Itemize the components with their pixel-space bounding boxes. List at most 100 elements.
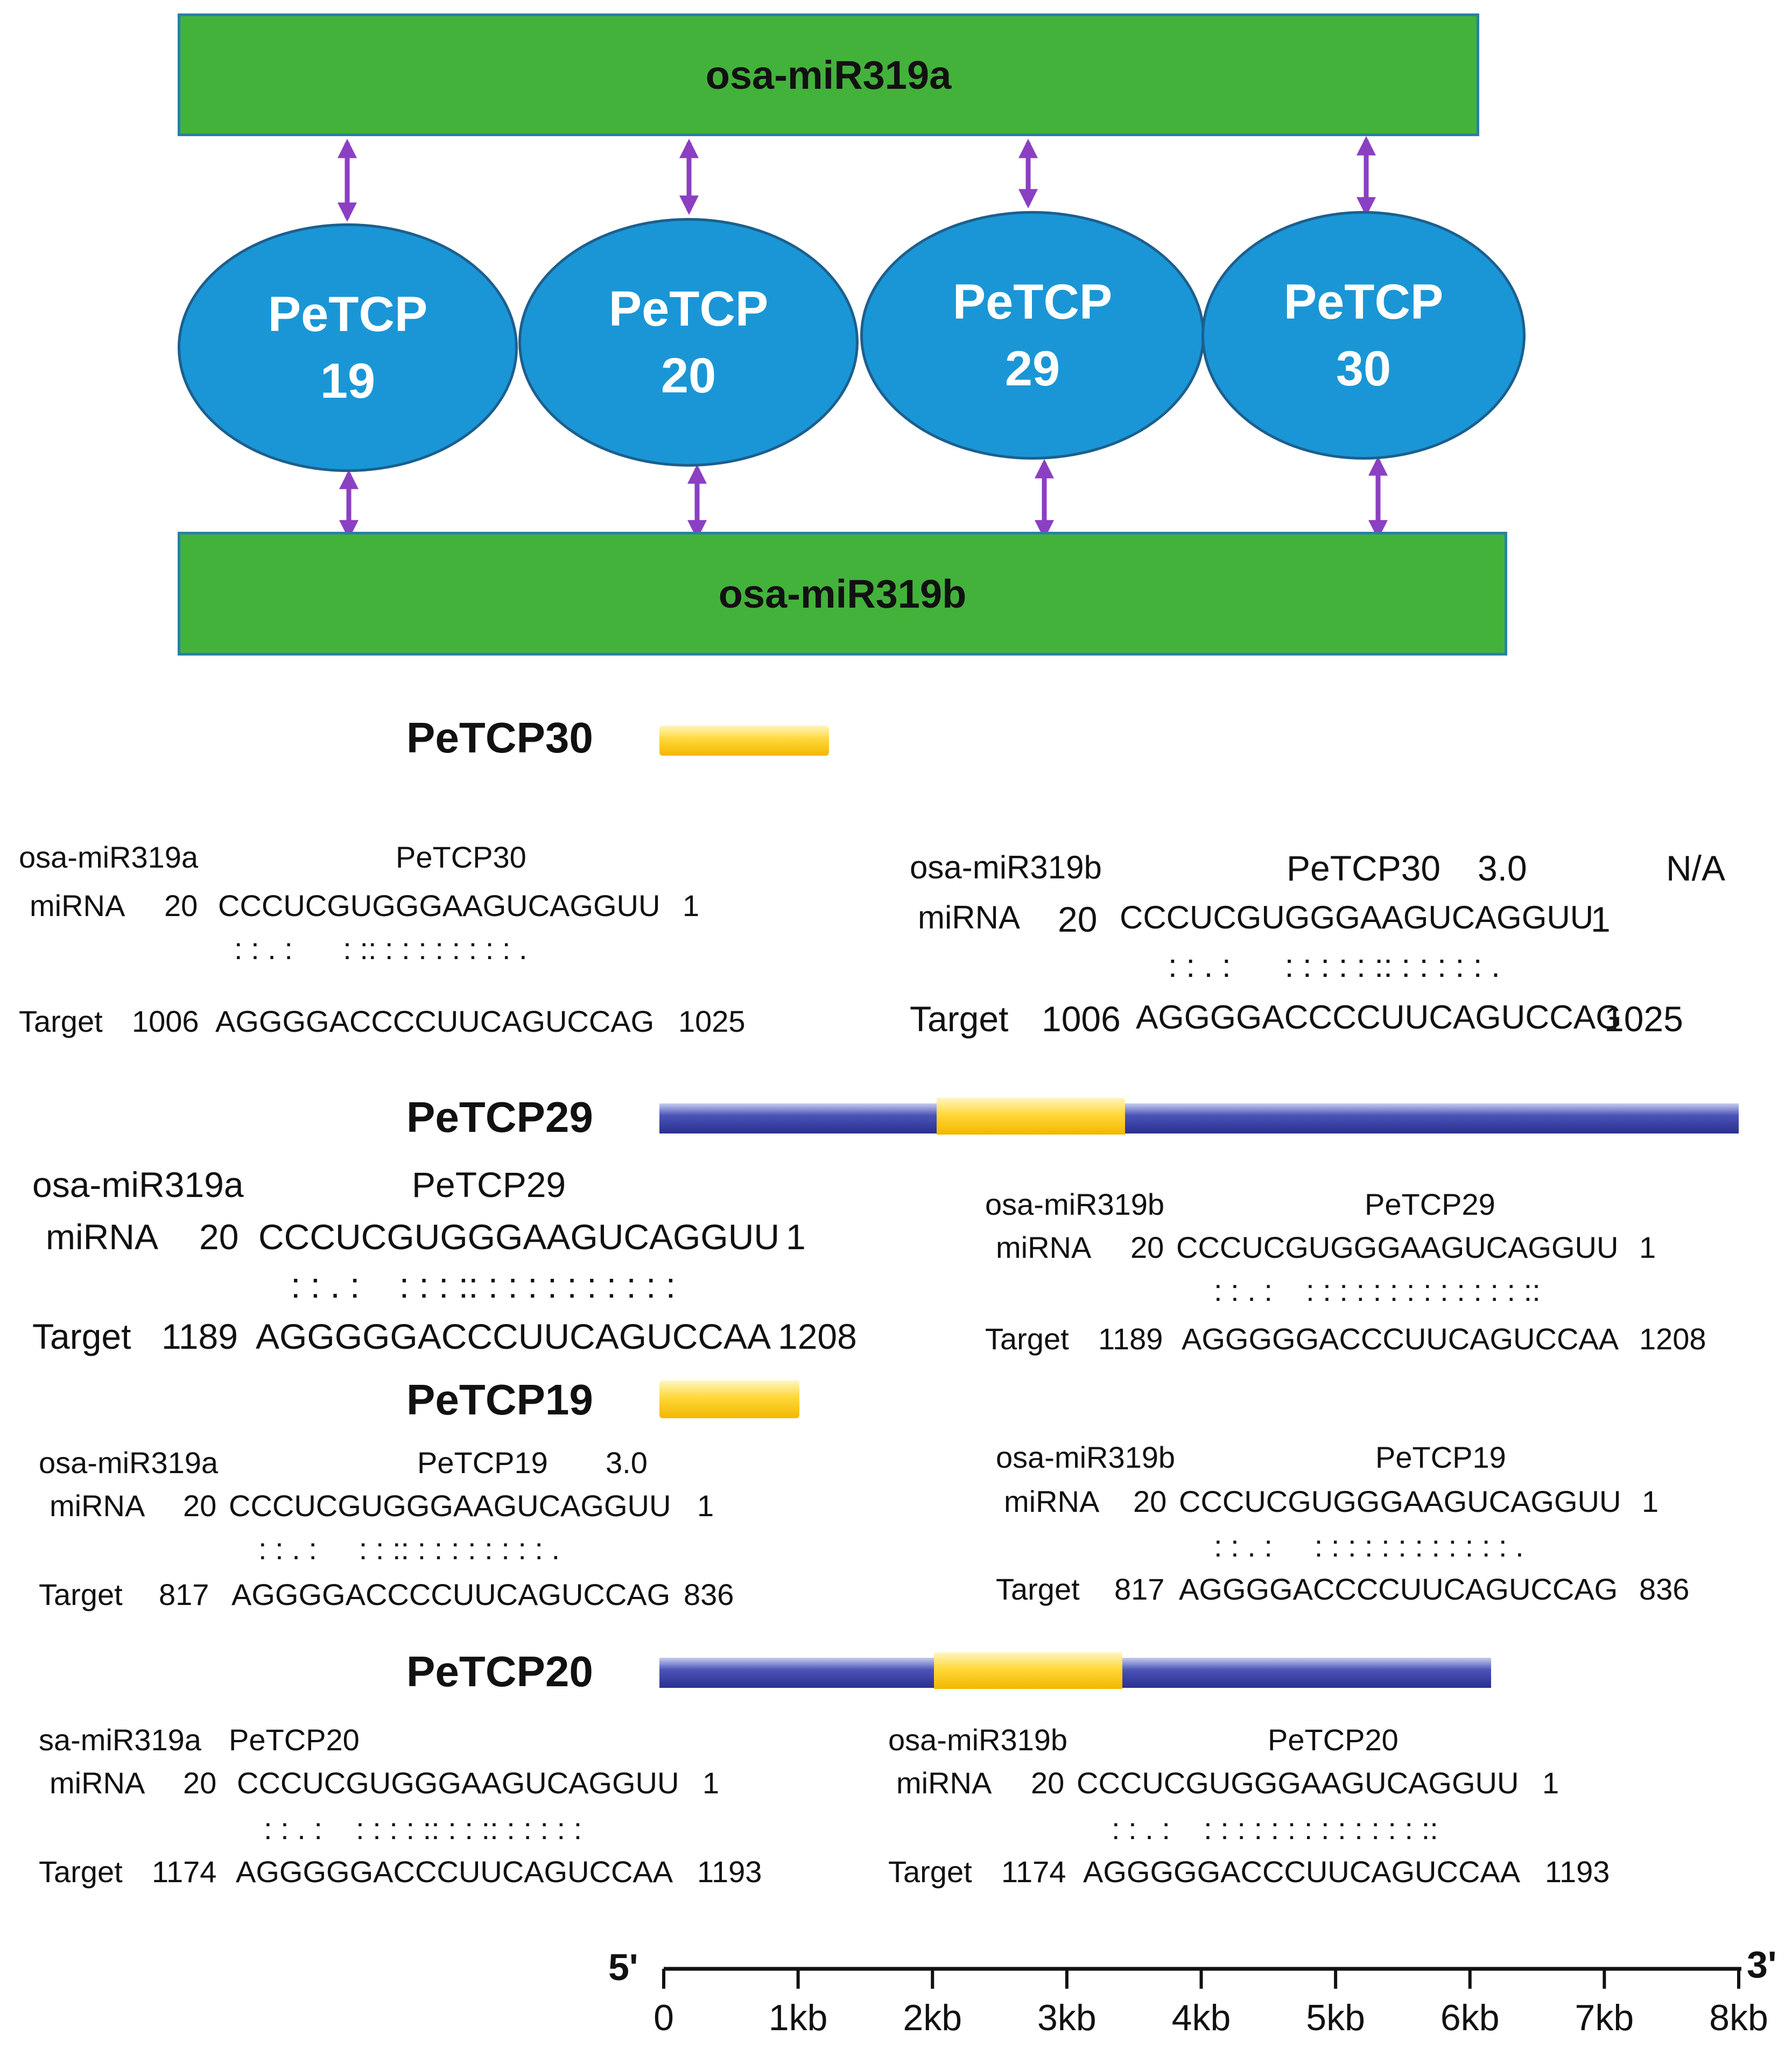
mirna-bar-top: osa-miR319a: [178, 13, 1479, 136]
alignment-mirna-label: miRNA: [918, 899, 1020, 935]
alignment-mirna-end: 1: [697, 1489, 714, 1523]
exon-petcp19: [659, 1381, 799, 1418]
alignment-mirna-seq: CCCUCGUGGGAAGUCAGGUU: [1120, 899, 1594, 935]
alignment-mirna-seq: CCCUCGUGGGAAGUCAGGUU: [237, 1766, 679, 1800]
scale-tick-label: 6kb: [1440, 1997, 1500, 2038]
node-name: PeTCP: [952, 274, 1113, 329]
alignment-mirna-start: 20: [1130, 1230, 1164, 1264]
scale-tick-label: 0: [653, 1997, 674, 2038]
gene-title-petcp30: PeTCP30: [406, 714, 593, 762]
alignment-target-seq: AGGGGACCCCUUCAGUCCAG: [1136, 999, 1622, 1036]
alignment-target-end: 1193: [1545, 1855, 1610, 1889]
alignment-target-label: Target: [19, 1004, 103, 1038]
scale-tick-label: 3kb: [1037, 1997, 1097, 2038]
alignment-target-seq: AGGGGGACCCUUCAGUCCAA: [1083, 1855, 1521, 1889]
scale-axis: [662, 1967, 1741, 1989]
alignment-mirna-start: 20: [183, 1489, 217, 1523]
alignment-target-name: PeTCP20: [1268, 1723, 1399, 1757]
alignment-target-seq: AGGGGACCCCUUCAGUCCAG: [215, 1004, 655, 1038]
alignment-mirna-seq: CCCUCGUGGGAAGUCAGGUU: [1077, 1766, 1519, 1800]
alignment-mirna-end: 1: [1639, 1230, 1656, 1264]
scale-tick-label: 2kb: [903, 1997, 962, 2038]
exon-petcp30: [659, 726, 829, 756]
scale-tick-label: 1kb: [768, 1997, 828, 2038]
alignment-mirna-end: 1: [1591, 899, 1611, 939]
alignment-target-start: 1189: [161, 1316, 238, 1356]
alignment-target-seq: AGGGGACCCCUUCAGUCCAG: [1179, 1572, 1618, 1606]
five-prime-label: 5': [608, 1946, 638, 1988]
exon-petcp20: [934, 1652, 1122, 1689]
node-number: 29: [1004, 341, 1060, 396]
alignment-target-name: PeTCP30: [396, 840, 526, 874]
alignment-mirna-label: miRNA: [46, 1217, 158, 1257]
gene-title-petcp29: PeTCP29: [406, 1093, 593, 1141]
alignment-target-seq: AGGGGACCCCUUCAGUCCAG: [231, 1578, 671, 1611]
alignment-target-name: PeTCP19: [417, 1446, 548, 1480]
alignment-mirna-name: sa-miR319a: [39, 1723, 201, 1757]
interaction-arrows: [338, 136, 1388, 540]
alignment-mirna-label: miRNA: [996, 1230, 1092, 1264]
alignment-target-seq: AGGGGGACCCUUCAGUCCAA: [236, 1855, 673, 1889]
alignment-mirna-end: 1: [1642, 1484, 1659, 1518]
alignment-mirna-label: miRNA: [30, 889, 125, 923]
alignment-mirna-name: osa-miR319a: [32, 1165, 244, 1205]
alignment-match: : : . : : : : : : : : : : : : : : ::: [1112, 1812, 1438, 1846]
alignment-mirna-name: osa-miR319b: [888, 1723, 1068, 1757]
alignment-target-seq: AGGGGGACCCUUCAGUCCAA: [256, 1316, 771, 1356]
alignment-mirna-seq: CCCUCGUGGGAAGUCAGGUU: [1176, 1230, 1619, 1264]
alignment-mirna-start: 20: [164, 889, 198, 923]
alignment-target-end: 1193: [697, 1855, 762, 1889]
alignment-target-start: 817: [1114, 1572, 1165, 1606]
node-petcp29: PeTCP 29: [860, 211, 1205, 460]
alignment-target-label: Target: [996, 1572, 1080, 1606]
three-prime-label: 3': [1747, 1944, 1777, 1985]
alignment-mirna-name: osa-miR319b: [985, 1187, 1165, 1221]
alignment-mirna-label: miRNA: [50, 1766, 145, 1800]
alignment-target-label: Target: [985, 1322, 1069, 1356]
alignment-match: : : . : : : : : :: : : :: : : : : :: [264, 1812, 582, 1846]
alignment-target-name: PeTCP30: [1287, 848, 1441, 888]
alignment-match: : : . : : : :: : : : : : : : : .: [258, 1532, 560, 1566]
alignment-target-end: 1208: [778, 1316, 857, 1356]
node-number: 30: [1336, 341, 1392, 396]
scale-tick-label: 4kb: [1171, 1997, 1231, 2038]
node-name: PeTCP: [1283, 274, 1444, 329]
alignment-mirna-name: osa-miR319b: [996, 1440, 1176, 1474]
scale-ticks: [662, 1969, 1740, 1989]
alignment-target-end: 836: [684, 1578, 734, 1611]
scale-tick-label: 5kb: [1306, 1997, 1365, 2038]
node-petcp19: PeTCP 19: [178, 223, 518, 472]
alignment-match: : : . : : : : : : : : : : : : : : ::: [1214, 1273, 1541, 1307]
alignment-target-seq: AGGGGGACCCUUCAGUCCAA: [1182, 1322, 1619, 1356]
alignment-mirna-name: osa-miR319a: [19, 840, 199, 874]
gene-body-petcp29: [659, 1103, 1739, 1133]
alignment-mirna-seq: CCCUCGUGGGAAGUCAGGUU: [1179, 1484, 1621, 1518]
alignment-target-start: 1006: [132, 1004, 199, 1038]
alignment-mirna-start: 20: [183, 1766, 217, 1800]
alignment-target-start: 1189: [1098, 1322, 1163, 1356]
alignment-target-name: PeTCP29: [412, 1165, 566, 1205]
alignment-extra: N/A: [1666, 848, 1726, 888]
alignment-match: : : . : : : : :: : : : : : : : : : :: [291, 1265, 676, 1305]
alignment-target-start: 1174: [1001, 1855, 1066, 1889]
alignment-target-end: 1025: [1604, 999, 1683, 1039]
alignment-mirna-end: 1: [702, 1766, 720, 1800]
alignment-match: : : . : : : : : : :: : : : : : .: [1168, 948, 1500, 984]
alignment-target-label: Target: [39, 1578, 123, 1611]
alignment-score: 3.0: [1478, 848, 1527, 888]
alignment-mirna-name: osa-miR319b: [910, 849, 1102, 885]
alignment-target-end: 836: [1639, 1572, 1690, 1606]
alignment-target-end: 1025: [678, 1004, 746, 1038]
alignment-target-label: Target: [910, 999, 1009, 1039]
alignment-target-name: PeTCP19: [1375, 1440, 1506, 1474]
scale-tick-label: 7kb: [1575, 1997, 1634, 2038]
gene-title-petcp19: PeTCP19: [406, 1376, 593, 1424]
alignment-mirna-label: miRNA: [896, 1766, 992, 1800]
alignment-mirna-end: 1: [786, 1217, 806, 1257]
node-petcp20: PeTCP 20: [518, 218, 859, 467]
node-petcp30: PeTCP 30: [1201, 211, 1526, 460]
alignment-target-label: Target: [39, 1855, 123, 1889]
alignment-mirna-start: 20: [1058, 899, 1098, 939]
alignment-mirna-start: 20: [1031, 1766, 1065, 1800]
mirna-bar-bottom: osa-miR319b: [178, 532, 1507, 656]
